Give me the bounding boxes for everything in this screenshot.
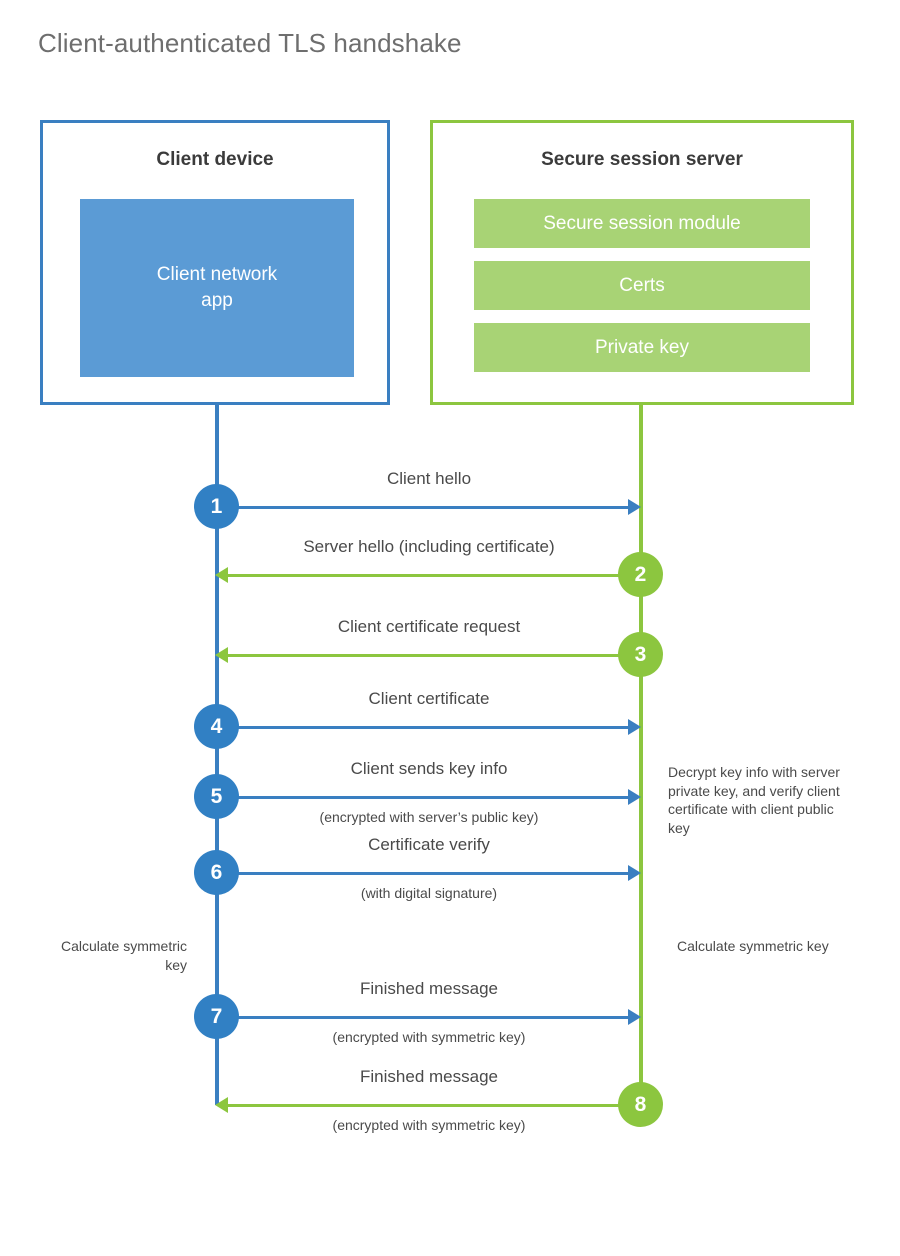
server-lifeline <box>639 405 643 1105</box>
step-4-label: Client certificate <box>368 689 490 708</box>
step-4-arrow-line <box>217 726 630 729</box>
step-7-arrow-head <box>628 1009 641 1025</box>
step-6-arrow-head <box>628 865 641 881</box>
client-device-box: Client device Client network app <box>40 120 390 405</box>
client-network-app-block: Client network app <box>80 199 354 377</box>
server-component-certs: Certs <box>474 261 810 310</box>
step-5-number: 5 <box>194 774 239 819</box>
step-5-arrow-head <box>628 789 641 805</box>
step-4-arrow-head <box>628 719 641 735</box>
step-1-arrow-head <box>628 499 641 515</box>
step-6-label: Certificate verify <box>368 835 490 854</box>
step-3-arrow-line <box>228 654 641 657</box>
step-4-number: 4 <box>194 704 239 749</box>
step-1-number: 1 <box>194 484 239 529</box>
step-8-label: Finished message <box>360 1067 498 1086</box>
step-7-arrow-line <box>217 1016 630 1019</box>
step-6-number: 6 <box>194 850 239 895</box>
step-8-arrow-head <box>215 1097 228 1113</box>
server-component-secure-session-module: Secure session module <box>474 199 810 248</box>
step-5-arrow-line <box>217 796 630 799</box>
step-2-label: Server hello (including certificate) <box>303 537 555 556</box>
step-3-arrow-head <box>215 647 228 663</box>
client-calculate-symmetric-key-note: Calculate symmetric key <box>60 938 187 973</box>
server-process-note: Decrypt key info with server private key… <box>668 764 840 836</box>
step-7-number: 7 <box>194 994 239 1039</box>
step-6-sublabel: (with digital signature) <box>360 885 498 901</box>
step-8-arrow-line <box>228 1104 641 1107</box>
step-3-number: 3 <box>618 632 663 677</box>
server-component-private-key: Private key <box>474 323 810 372</box>
step-8-number: 8 <box>618 1082 663 1127</box>
step-2-number: 2 <box>618 552 663 597</box>
step-5-sublabel: (encrypted with server’s public key) <box>319 809 539 825</box>
step-1-label: Client hello <box>386 469 472 488</box>
step-7-sublabel: (encrypted with symmetric key) <box>332 1029 526 1045</box>
step-2-arrow-line <box>228 574 641 577</box>
step-5-label: Client sends key info <box>350 759 508 778</box>
server-calculate-symmetric-key-note: Calculate symmetric key <box>677 938 829 954</box>
client-device-title: Client device <box>156 149 274 170</box>
client-lifeline <box>215 405 219 1105</box>
step-2-arrow-head <box>215 567 228 583</box>
step-6-arrow-line <box>217 872 630 875</box>
step-3-label: Client certificate request <box>337 617 521 636</box>
secure-session-server-box: Secure session server Secure session mod… <box>430 120 854 405</box>
secure-session-server-title: Secure session server <box>541 149 743 170</box>
step-8-sublabel: (encrypted with symmetric key) <box>332 1117 526 1133</box>
page-title: Client-authenticated TLS handshake <box>38 28 462 58</box>
step-7-label: Finished message <box>360 979 498 998</box>
step-1-arrow-line <box>217 506 630 509</box>
